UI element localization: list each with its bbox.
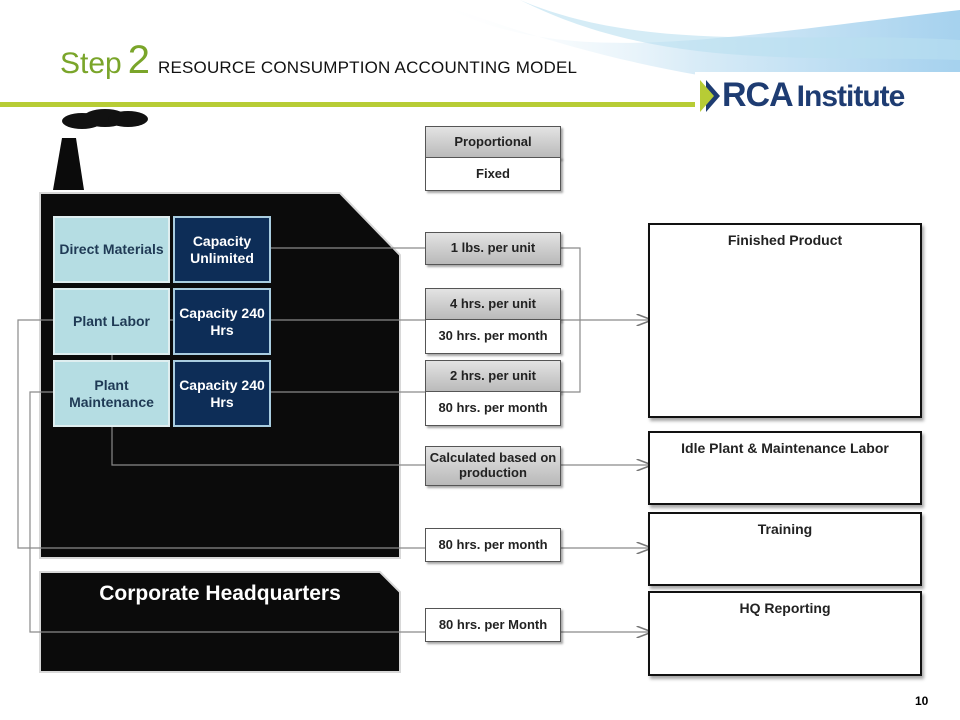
legend-proportional: Proportional	[425, 126, 561, 159]
rate-maintenance-fixed: 80 hrs. per month	[425, 391, 561, 426]
rate-maintenance-proportional: 2 hrs. per unit	[425, 360, 561, 393]
resource-plant-maintenance: Plant Maintenance	[53, 360, 170, 427]
capacity-plant-labor: Capacity 240 Hrs	[173, 288, 271, 355]
rate-labor-proportional: 4 hrs. per unit	[425, 288, 561, 321]
capacity-plant-maintenance: Capacity 240 Hrs	[173, 360, 271, 427]
legend-fixed: Fixed	[425, 157, 561, 191]
dest-hq-reporting-label: HQ Reporting	[739, 600, 831, 616]
dest-training: Training	[648, 512, 922, 586]
dest-finished-product: Finished Product	[648, 223, 922, 418]
slide-subtitle: RESOURCE CONSUMPTION ACCOUNTING MODEL	[157, 58, 578, 77]
capacity-direct-materials: Capacity Unlimited	[173, 216, 271, 283]
dest-idle-label: Idle Plant & Maintenance Labor	[681, 440, 889, 456]
dest-hq-reporting: HQ Reporting	[648, 591, 922, 676]
dest-training-label: Training	[757, 521, 813, 537]
resource-direct-materials: Direct Materials	[53, 216, 170, 283]
dest-idle: Idle Plant & Maintenance Labor	[648, 431, 922, 505]
step-word: Step	[60, 47, 122, 80]
resource-plant-labor: Plant Labor	[53, 288, 170, 355]
hq-label: Corporate Headquarters	[99, 582, 341, 605]
page-number: 10	[915, 694, 929, 708]
rate-hq-reporting: 80 hrs. per Month	[425, 608, 561, 642]
rate-training: 80 hrs. per month	[425, 528, 561, 562]
step-number: 2	[127, 38, 150, 82]
rate-idle: Calculated based on production	[425, 446, 561, 486]
factory-chimney	[53, 138, 84, 190]
rate-direct-materials: 1 lbs. per unit	[425, 232, 561, 265]
dest-finished-product-label: Finished Product	[727, 232, 843, 248]
smoke-cloud-icon	[62, 109, 148, 129]
rate-labor-fixed: 30 hrs. per month	[425, 319, 561, 354]
